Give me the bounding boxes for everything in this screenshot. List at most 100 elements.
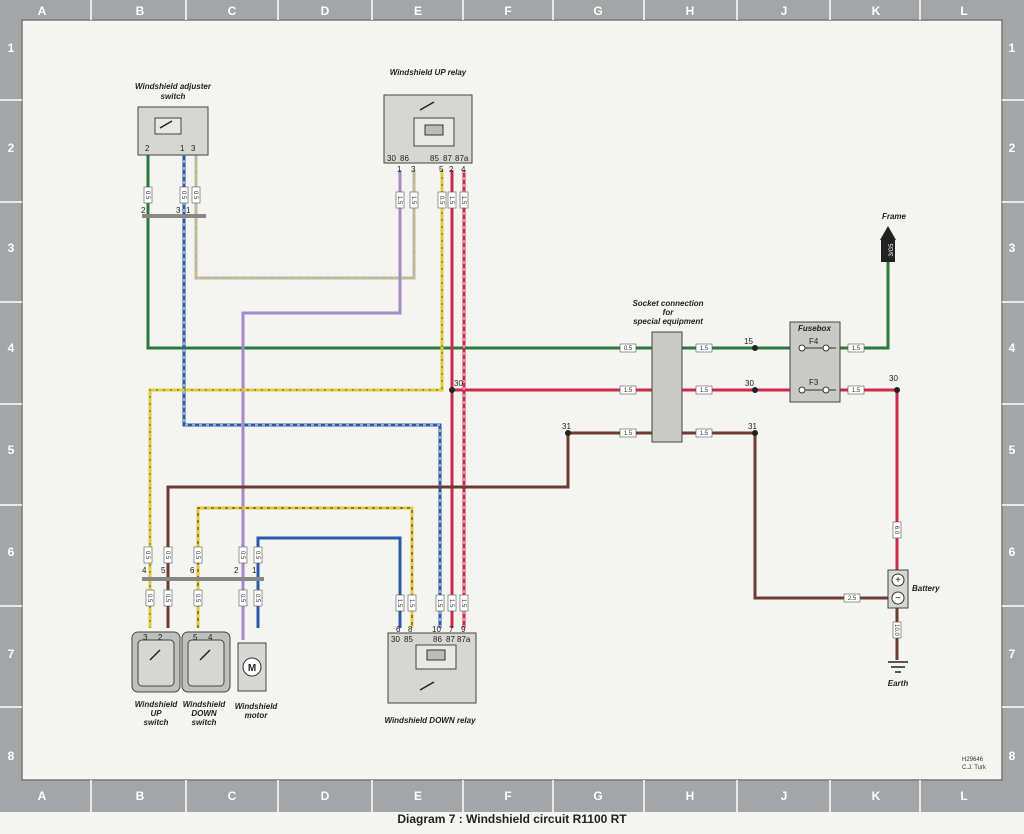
socket-label-1: Socket connection [632,299,703,308]
grid-row-right-7: 7 [1009,647,1016,661]
grid-row-left-2: 2 [8,141,15,155]
connector-bar-top [142,214,206,218]
wire-gauge-tag: 1.5 [459,191,469,209]
grid-column-top-f: F [504,4,511,18]
grid-column-top-g: G [593,4,602,18]
up-switch-label-2: UP [150,709,162,718]
grid-row-right-5: 5 [1009,443,1016,457]
terminal-30-relay: 30 [454,379,463,388]
down-relay-pin-85: 85 [404,635,413,644]
adjuster-pin-1: 1 [180,144,185,153]
connector-bottom-5: 5 [161,566,166,575]
motor-label-2: motor [245,711,269,720]
connector-bottom-6: 6 [190,566,195,575]
grid-row-left-1: 1 [8,41,15,55]
down-switch-label-2: DOWN [191,709,217,718]
wire-gauge-tag: 0.5 [163,589,173,607]
socket-label-3: special equipment [633,317,703,326]
grid-column-bottom-d: D [321,789,330,803]
drawing-code: H29646 [962,757,984,763]
up-relay-wire-5: 5 [439,165,444,174]
grid-column-bottom-f: F [504,789,511,803]
grid-column-top-k: K [872,4,881,18]
grid-column-top-l: L [960,4,967,18]
wire-gauge-tag: 1.5 [409,191,419,209]
wire-gauge-value: 0.5 [194,594,200,603]
grid-row-left-6: 6 [8,545,15,559]
wire-gauge-tag: 0.5 [191,186,201,204]
up-relay-pin-87: 87 [443,154,452,163]
wire-gauge-value: 0.5 [624,346,633,352]
wire-gauge-tag: 1.5 [459,594,469,612]
wire-gauge-value: 0.5 [254,551,260,560]
wire-gauge-value: 1.5 [448,196,454,205]
battery-minus: − [895,593,901,604]
frame-ground-arrow [880,226,896,262]
grid-row-right-4: 4 [1009,341,1016,355]
grid-row-left-3: 3 [8,241,15,255]
connector-bottom-1: 1 [252,566,257,575]
wire-gauge-tag: 0.5 [238,546,248,564]
down-switch-pin-4: 4 [208,633,213,642]
down-relay-wire-6: 6 [396,625,401,634]
down-switch-pin-5: 5 [193,633,198,642]
down-switch-label-1: Windshield [183,700,227,709]
terminal-30-battery: 30 [889,374,898,383]
wire-gauge-value: 1.5 [410,196,416,205]
wire-gauge-value: 6.0 [893,526,899,535]
wire-gauge-tag: 2.5 [843,593,861,603]
fuse-f4: F4 [809,337,819,346]
wire-gauge-value: 10.0 [893,624,899,636]
wire-gauge-tag: 1.5 [847,385,865,395]
wire-gauge-tag: 10.0 [892,621,902,639]
grid-column-bottom-a: A [38,789,47,803]
terminal-31-right: 31 [748,422,757,431]
wire-gauge-value: 1.5 [700,431,709,437]
wire-gauge-tag: 1.5 [619,428,637,438]
wire-gauge-tag: 0.5 [253,546,263,564]
connector-top-3: 3 [176,206,181,215]
down-relay-pin-86: 86 [433,635,442,644]
grid-row-right-1: 1 [1009,41,1016,55]
wire-gauge-value: 1.5 [624,388,633,394]
grid-column-top-e: E [414,4,422,18]
fusebox [789,321,841,403]
grid-column-bottom-k: K [872,789,881,803]
up-switch-pin-3: 3 [143,633,148,642]
wire-gauge-tag: 1.5 [435,594,445,612]
wire-gauge-value: 0.5 [164,551,170,560]
wire-gauge-value: 0.5 [192,191,198,200]
up-relay-wire-1: 1 [397,165,402,174]
frame-code: 3/G5 [889,243,895,257]
wire-gauge-tag: 1.5 [447,594,457,612]
up-relay-wire-3: 3 [411,165,416,174]
up-relay [383,94,473,164]
grid-column-top-c: C [228,4,237,18]
wire-gauge-value: 1.5 [436,599,442,608]
wire-gauge-tag: 0.5 [145,589,155,607]
wire-gauge-tag: 0.5 [163,546,173,564]
wire-gauge-tag: 0.5 [619,343,637,353]
grid-row-right-3: 3 [1009,241,1016,255]
wire-gauge-tag: 1.5 [407,594,417,612]
wire-gauge-tag: 1.5 [695,385,713,395]
socket-label-2: for [663,308,675,317]
wire-gauge-tag: 0.5 [179,186,189,204]
battery-plus: + [895,575,901,586]
adjuster-switch-label-2: switch [161,92,186,101]
terminal-15: 15 [744,337,753,346]
terminal-31-left: 31 [562,422,571,431]
wire-gauge-value: 0.5 [144,191,150,200]
wire-gauge-tag: 0.5 [238,589,248,607]
grid-column-bottom-e: E [414,789,422,803]
up-switch-label-3: switch [144,718,169,727]
grid-column-top-d: D [321,4,330,18]
frame-label: Frame [882,212,907,221]
adjuster-switch [137,106,209,156]
wire-gauge-tag: 1.5 [395,191,405,209]
wire-gauge-value: 1.5 [408,599,414,608]
grid-column-bottom-l: L [960,789,967,803]
motor-symbol: M [248,663,256,674]
down-relay-wire-7: 7 [449,625,454,634]
wire-gauge-value: 1.5 [700,346,709,352]
